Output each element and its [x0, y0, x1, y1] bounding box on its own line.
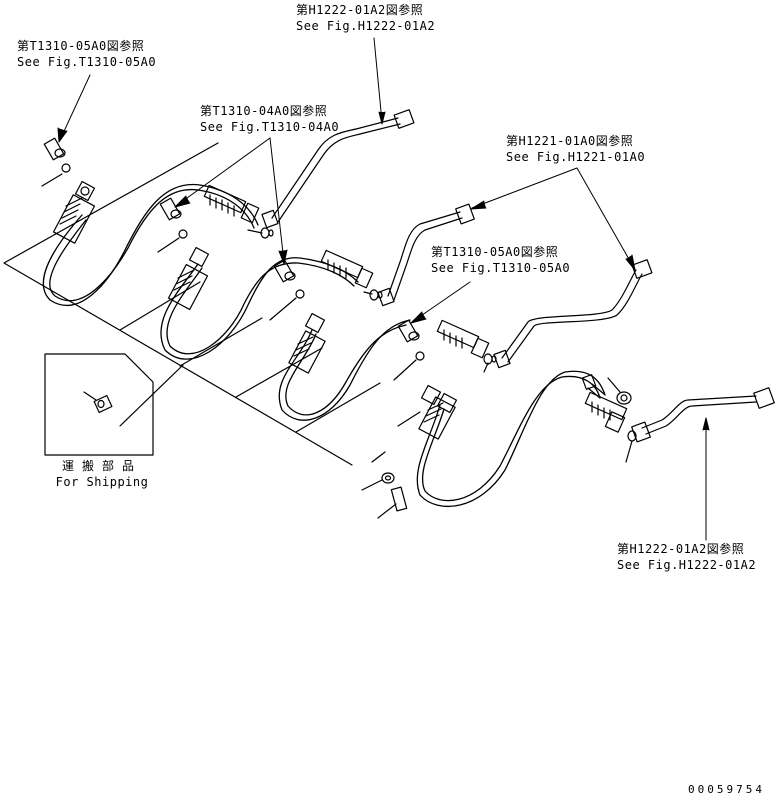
fitting-e: [288, 312, 326, 374]
callout-en: See Fig.T1310-05A0: [431, 261, 571, 275]
callout-h1222-top: 第H1222-01A2図参照 See Fig.H1222-01A2: [296, 2, 435, 34]
callout-t1310-05a0-center: 第T1310-05A0図参照 See Fig.T1310-05A0: [431, 244, 570, 276]
callout-en: See Fig.T1310-04A0: [200, 120, 340, 134]
callout-en: See Fig.H1222-01A2: [296, 19, 436, 33]
rigid-tubes: [261, 109, 775, 443]
callout-jp: 第H1222-01A2図参照: [617, 542, 745, 556]
fitting-a: [52, 180, 96, 244]
document-number: 00059754: [688, 783, 765, 796]
shipping-clamp-icon: [83, 391, 113, 413]
shipping-label-jp: 運搬部品: [61, 459, 142, 473]
callout-en: See Fig.H1222-01A2: [617, 558, 757, 572]
callout-jp: 第H1222-01A2図参照: [296, 3, 424, 17]
hose-fittings: [52, 180, 628, 440]
callout-jp: 第T1310-05A0図参照: [17, 39, 145, 53]
leader-arrows: [57, 37, 710, 541]
shipping-label-en: For Shipping: [55, 475, 149, 489]
shipping-label: 運搬部品 For Shipping: [47, 458, 157, 490]
fitting-c: [167, 246, 210, 311]
shipping-inset: [44, 353, 184, 456]
callout-en: See Fig.T1310-05A0: [17, 55, 157, 69]
fitting-h: [584, 391, 628, 433]
callout-t1310-04a0: 第T1310-04A0図参照 See Fig.T1310-04A0: [200, 103, 339, 135]
callout-jp: 第T1310-05A0図参照: [431, 245, 559, 259]
callout-en: See Fig.H1221-01A0: [506, 150, 646, 164]
shipping-leader: [119, 364, 184, 427]
fitting-f: [436, 319, 490, 359]
callout-h1221: 第H1221-01A0図参照 See Fig.H1221-01A0: [506, 133, 645, 165]
fitting-g: [418, 384, 458, 440]
fitting-d: [320, 249, 374, 289]
callout-t1310-05a0-left: 第T1310-05A0図参照 See Fig.T1310-05A0: [17, 38, 156, 70]
callout-jp: 第H1221-01A0図参照: [506, 134, 634, 148]
fitting-b: [203, 184, 260, 224]
clamps-and-orings: [41, 137, 637, 519]
hose-lines: [42, 183, 606, 508]
callout-h1222-bottom: 第H1222-01A2図参照 See Fig.H1222-01A2: [617, 541, 756, 573]
callout-jp: 第T1310-04A0図参照: [200, 104, 328, 118]
